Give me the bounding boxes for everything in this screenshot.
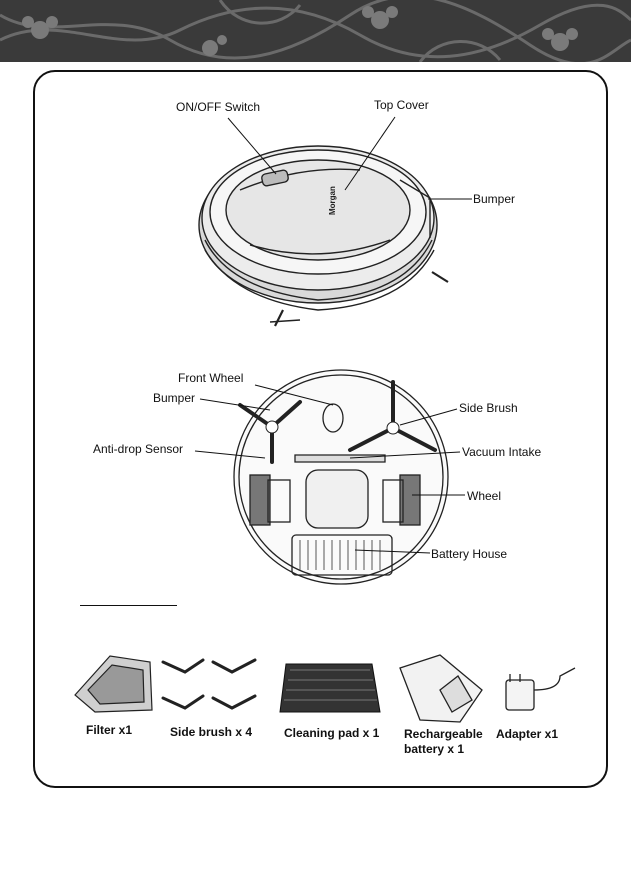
label-bumper-bottom: Bumper: [153, 391, 196, 405]
label-bumper-top: Bumper: [473, 192, 516, 206]
caption-battery-line2: battery x 1: [404, 742, 465, 756]
brand-logo: Morgan: [328, 186, 337, 215]
label-top-cover: Top Cover: [374, 98, 429, 112]
label-front-wheel: Front Wheel: [178, 371, 244, 385]
accessories-heading-underline: [80, 605, 177, 606]
floral-pattern: [0, 0, 631, 62]
label-anti-drop-sensor: Anti-drop Sensor: [93, 442, 184, 456]
content-frame: [33, 70, 608, 788]
adapter-image: [505, 667, 576, 711]
caption-cleaning-pad: Cleaning pad x 1: [284, 726, 380, 740]
caption-filter: Filter x1: [86, 723, 133, 737]
caption-battery-line1: Rechargeable: [404, 727, 483, 741]
label-battery-house: Battery House: [431, 547, 508, 561]
cleaning-pad-image: [279, 663, 381, 713]
header-banner: [0, 0, 631, 62]
label-onoff-switch: ON/OFF Switch: [176, 100, 261, 114]
label-side-brush: Side Brush: [459, 401, 518, 415]
filter-image: [74, 655, 153, 713]
label-vacuum-intake: Vacuum Intake: [462, 445, 542, 459]
side-brush-image: [161, 658, 257, 710]
caption-adapter: Adapter x1: [496, 727, 559, 741]
label-wheel: Wheel: [467, 489, 502, 503]
caption-side-brush: Side brush x 4: [170, 725, 253, 739]
battery-image: [399, 654, 483, 723]
